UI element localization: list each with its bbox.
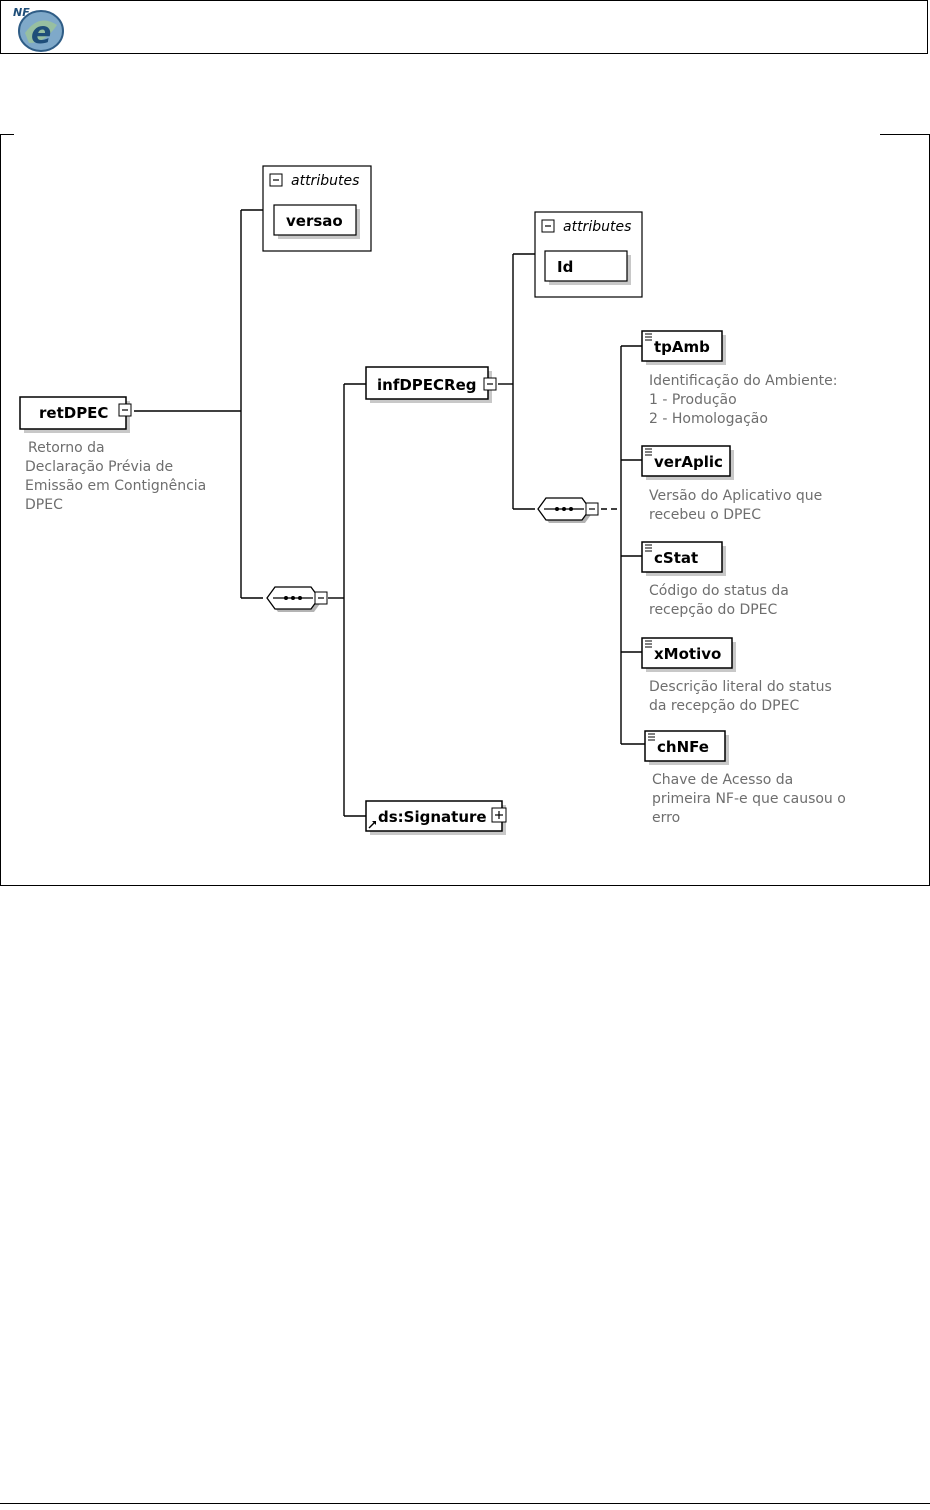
simple-type-icon xyxy=(645,448,652,456)
logo-e: e xyxy=(31,16,51,51)
page-footer-rule xyxy=(0,1503,930,1504)
element-label: xMotivo xyxy=(654,645,721,663)
element-infDPECReg[interactable]: infDPECReg xyxy=(365,366,497,403)
simple-type-icon xyxy=(645,640,652,648)
element-label: chNFe xyxy=(657,738,709,756)
attributes-title: attributes xyxy=(563,219,631,235)
element-label: infDPECReg xyxy=(377,376,477,394)
simple-type-icon xyxy=(645,333,652,341)
element-verAplic[interactable]: verAplic Versão do Aplicativo que recebe… xyxy=(641,445,822,523)
chNFe-doc-line2: primeira NF-e que causou o xyxy=(652,791,846,807)
attribute-label: Id xyxy=(557,258,573,276)
element-retDPEC[interactable]: retDPEC Retorno da Declaração Prévia de … xyxy=(19,396,206,513)
sequence-compositor-root[interactable] xyxy=(266,586,328,612)
chNFe-doc-line1: Chave de Acesso da xyxy=(652,772,793,788)
schema-diagram: retDPEC Retorno da Declaração Prévia de … xyxy=(19,165,846,835)
connector-lines xyxy=(134,209,645,817)
reference-arrow-icon xyxy=(368,821,376,829)
cStat-doc-line2: recepção do DPEC xyxy=(649,602,778,618)
xMotivo-doc-line1: Descrição literal do status xyxy=(649,679,832,695)
root-doc-line3: Emissão em Contignência xyxy=(25,478,206,494)
cStat-doc-line1: Código do status da xyxy=(649,583,789,599)
chNFe-doc-line3: erro xyxy=(652,810,680,826)
nfe-logo: e NF xyxy=(13,6,64,52)
root-doc-line2: Declaração Prévia de xyxy=(25,459,173,475)
element-label: ds:Signature xyxy=(378,808,487,826)
attributes-group-infDPECReg: attributes Id xyxy=(534,211,643,298)
attributes-title: attributes xyxy=(291,173,359,189)
attribute-Id[interactable] xyxy=(544,250,628,282)
root-doc-line4: DPEC xyxy=(25,497,63,513)
verAplic-doc-line2: recebeu o DPEC xyxy=(649,507,761,523)
tpAmb-doc-line3: 2 - Homologação xyxy=(649,411,768,427)
element-xMotivo[interactable]: xMotivo Descrição literal do status da r… xyxy=(641,637,832,714)
element-label: cStat xyxy=(654,549,698,567)
page-header: e NF xyxy=(0,0,928,54)
logo-nf: NF xyxy=(13,6,30,19)
sequence-compositor-infDPECReg[interactable] xyxy=(537,497,599,523)
element-tpAmb[interactable]: tpAmb Identificação do Ambiente: 1 - Pro… xyxy=(641,330,837,427)
tpAmb-doc-line2: 1 - Produção xyxy=(649,392,737,408)
frame-top-right xyxy=(880,134,930,135)
attributes-group-root: attributes versao xyxy=(262,165,372,252)
element-cStat[interactable]: cStat Código do status da recepção do DP… xyxy=(641,541,789,618)
element-label: verAplic xyxy=(654,453,723,471)
attribute-versao[interactable] xyxy=(273,204,357,236)
verAplic-doc-line1: Versão do Aplicativo que xyxy=(649,488,822,504)
simple-type-icon xyxy=(648,733,655,741)
element-chNFe[interactable]: chNFe Chave de Acesso da primeira NF-e q… xyxy=(644,730,846,826)
diagram-frame: retDPEC Retorno da Declaração Prévia de … xyxy=(0,134,930,886)
root-doc-line1: Retorno da xyxy=(28,440,105,456)
attribute-label: versao xyxy=(286,212,343,230)
frame-top-left xyxy=(0,134,14,135)
element-label: tpAmb xyxy=(654,338,710,356)
element-label: retDPEC xyxy=(39,404,108,422)
tpAmb-doc-line1: Identificação do Ambiente: xyxy=(649,373,837,389)
simple-type-icon xyxy=(645,544,652,552)
element-ds-signature[interactable]: ds:Signature xyxy=(365,800,507,835)
xMotivo-doc-line2: da recepção do DPEC xyxy=(649,698,799,714)
logo-map xyxy=(25,20,57,43)
